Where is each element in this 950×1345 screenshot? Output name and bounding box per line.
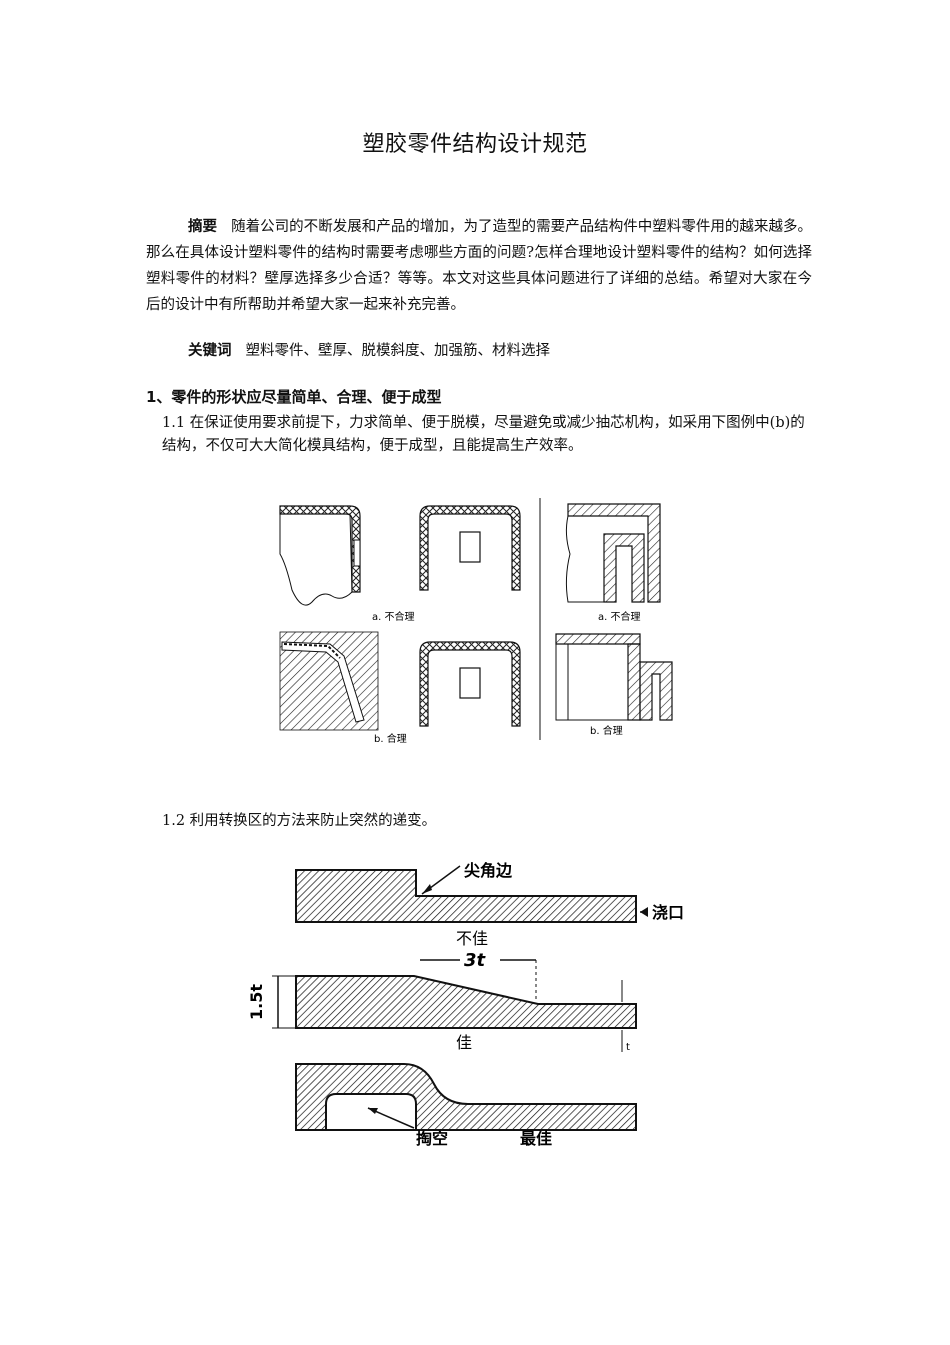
- fig1-top-middle-part: [419, 505, 521, 591]
- fig1-bottom-right-part: [555, 633, 673, 721]
- abstract: 摘要随着公司的不断发展和产品的增加，为了造型的需要产品结构件中塑料零件用的越来越…: [146, 214, 812, 318]
- fig1-top-right-part: [565, 503, 661, 603]
- fig2-label-hollow: 掏空: [416, 1129, 448, 1148]
- fig2-label-best: 最佳: [520, 1129, 552, 1148]
- keywords: 关键词塑料零件、壁厚、脱模斜度、加强筋、材料选择: [146, 338, 812, 364]
- fig1-bottom-left-part: [279, 631, 379, 731]
- fig2-cored-part: [295, 1063, 637, 1131]
- fig2-label-gate: 浇口: [652, 903, 684, 922]
- fig2-label-1-5t: 1.5t: [247, 984, 266, 1020]
- keywords-text: 塑料零件、壁厚、脱模斜度、加强筋、材料选择: [245, 343, 551, 359]
- section-1-heading: 1、零件的形状应尽量简单、合理、便于成型: [146, 388, 442, 406]
- fig1-label-a-right: a. 不合理: [598, 610, 641, 623]
- fig1-label-a-left: a. 不合理: [372, 610, 415, 623]
- fig2-sloped-part: [272, 959, 637, 1052]
- figure-transition-zones: 尖角边 浇口 不佳 3t 1.5t t 佳 掏空 最佳: [247, 861, 684, 1148]
- paragraph-1-1: 1.1 在保证使用要求前提下，力求简单、便于脱模，尽量避免或减少抽芯机构，如采用…: [162, 415, 805, 454]
- fig2-abrupt-step-part: [295, 865, 648, 923]
- fig1-top-left-part: [279, 505, 361, 606]
- page-title: 塑胶零件结构设计规范: [362, 132, 588, 157]
- fig2-label-t: t: [626, 1042, 630, 1053]
- fig1-bottom-middle-part: [419, 641, 521, 727]
- figure-structure-examples: a. 不合理 a. 不合理 b. 合理 b. 合理: [279, 498, 673, 745]
- fig2-label-bad: 不佳: [456, 929, 488, 948]
- paragraph-1-2: 1.2 利用转换区的方法来防止突然的递变。: [162, 813, 437, 829]
- fig2-label-3t: 3t: [464, 950, 487, 971]
- keywords-label: 关键词: [188, 343, 232, 359]
- fig1-label-b-right: b. 合理: [590, 724, 623, 737]
- abstract-text: 随着公司的不断发展和产品的增加，为了造型的需要产品结构件中塑料零件用的越来越多。…: [146, 219, 813, 313]
- abstract-label: 摘要: [188, 219, 218, 235]
- fig1-label-b-left: b. 合理: [374, 732, 407, 745]
- fig2-label-sharp-corner: 尖角边: [464, 861, 513, 880]
- fig2-label-good: 佳: [456, 1033, 472, 1052]
